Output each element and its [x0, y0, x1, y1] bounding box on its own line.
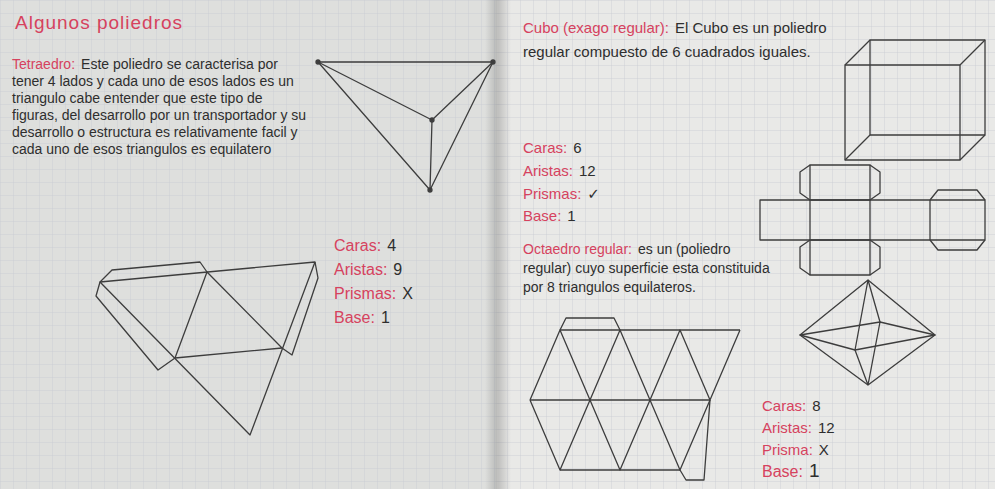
field-value: 6: [573, 139, 581, 156]
property-row: Caras: 8: [762, 396, 821, 415]
field-name: Aristas:: [762, 419, 812, 436]
field-value: 12: [579, 162, 596, 179]
field-name: Prisma:: [762, 441, 813, 458]
property-row: Caras: 6: [523, 138, 582, 157]
cube-description: Cubo (exago regular):El Cubo es un polie…: [523, 16, 828, 64]
property-row: Aristas: 12: [762, 418, 835, 437]
cube-drawing: [845, 40, 985, 160]
property-row: Prisma: X: [762, 440, 829, 459]
tetrahedron-description: Tetraedro:Este poliedro se caracterisa p…: [12, 56, 310, 158]
field-value: 4: [387, 237, 396, 254]
field-name: Caras:: [762, 397, 806, 414]
property-row: Base: 1: [762, 461, 820, 482]
field-value: 8: [812, 397, 820, 414]
field-name: Base:: [334, 309, 375, 326]
tetrahedron-net: [96, 262, 318, 435]
tetrahedron-drawing: [316, 60, 495, 192]
field-name: Base:: [523, 207, 561, 224]
field-value: 1: [567, 207, 575, 224]
field-name: Caras:: [523, 139, 567, 156]
octahedron-net: [530, 318, 740, 480]
field-value: 1: [809, 460, 820, 481]
property-row: Aristas: 12: [523, 161, 596, 180]
field-value: 1: [381, 309, 390, 326]
field-value: X: [402, 285, 413, 302]
field-value: 9: [393, 261, 402, 278]
field-name: Octaedro regular:: [523, 241, 632, 257]
property-row: Base: 1: [523, 206, 576, 225]
field-name: Tetraedro:: [12, 56, 75, 72]
property-row: Caras: 4: [334, 236, 396, 256]
property-row: Prismas: X: [334, 284, 413, 304]
field-name: Prismas:: [523, 185, 581, 202]
field-name: Caras:: [334, 237, 381, 254]
property-row: Base: 1: [334, 308, 390, 328]
field-value: 12: [818, 419, 835, 436]
property-row: Aristas: 9: [334, 260, 402, 280]
page-title: Algunos poliedros: [15, 12, 183, 34]
octahedron-drawing: [800, 280, 935, 385]
field-value: ✓: [587, 185, 600, 202]
field-name: Cubo (exago regular):: [523, 19, 669, 36]
field-name: Prismas:: [334, 285, 396, 302]
page-spine: [485, 0, 511, 489]
field-value: X: [819, 441, 829, 458]
property-row: Prismas: ✓: [523, 184, 600, 203]
field-name: Aristas:: [523, 162, 573, 179]
octahedron-description: Octaedro regular:es un (poliedro regular…: [523, 240, 773, 297]
cube-net: [760, 165, 985, 275]
field-name: Aristas:: [334, 261, 387, 278]
field-name: Base:: [762, 463, 803, 480]
